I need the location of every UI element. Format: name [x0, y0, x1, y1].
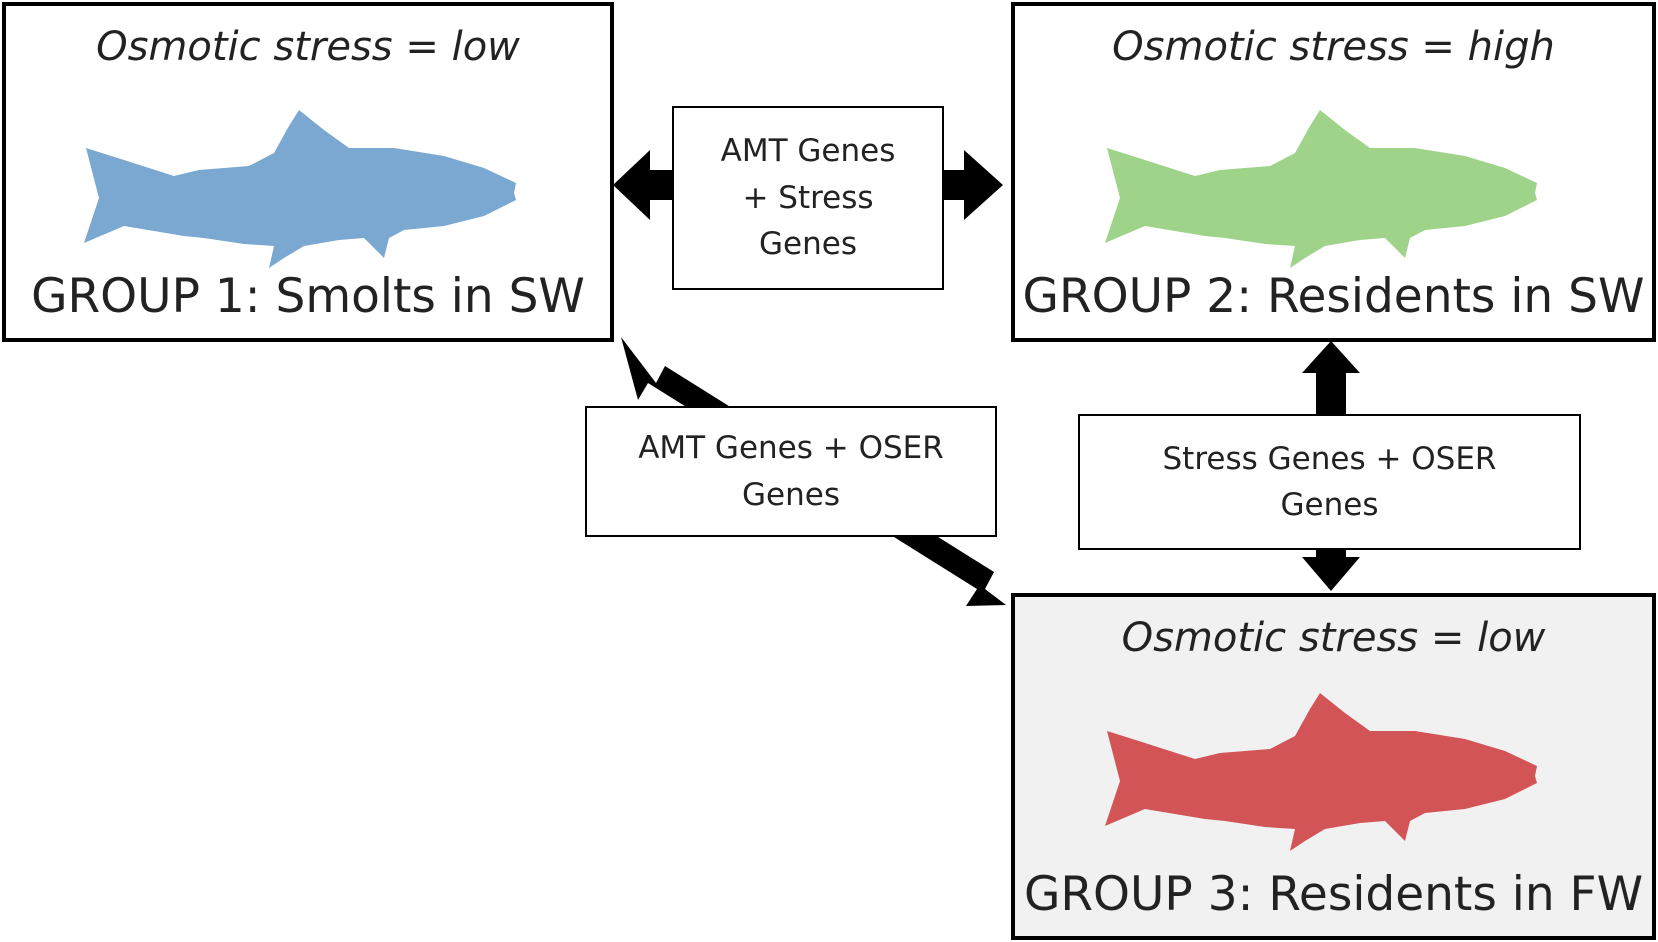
group-3-title: GROUP 3: Residents in FW — [1023, 867, 1644, 922]
fish-body — [1105, 110, 1537, 268]
group-1-box: Osmotic stress = low GROUP 1: Smolts in … — [2, 2, 614, 342]
group-1-stress-label: Osmotic stress = low — [96, 24, 520, 70]
group-3-stress-label: Osmotic stress = low — [1121, 615, 1546, 661]
group-2-box: Osmotic stress = high GROUP 2: Residents… — [1011, 2, 1656, 342]
group-2-stress-label: Osmotic stress = high — [1112, 24, 1555, 70]
gene-set-g1-g3: AMT Genes + OSER Genes — [585, 406, 997, 537]
gene-set-g2-g3: Stress Genes + OSER Genes — [1078, 414, 1581, 550]
fish-silhouette-icon — [84, 110, 516, 268]
fish-body — [1105, 693, 1537, 851]
fish-silhouette-icon — [1105, 110, 1537, 268]
group-2-title: GROUP 2: Residents in SW — [1022, 269, 1645, 324]
group-3-box: Osmotic stress = low GROUP 3: Residents … — [1011, 593, 1656, 940]
fish-silhouette-icon — [1105, 693, 1537, 851]
fish-body — [84, 110, 516, 268]
gene-set-g1-g2: AMT Genes + Stress Genes — [672, 106, 944, 290]
group-1-title: GROUP 1: Smolts in SW — [31, 269, 585, 324]
